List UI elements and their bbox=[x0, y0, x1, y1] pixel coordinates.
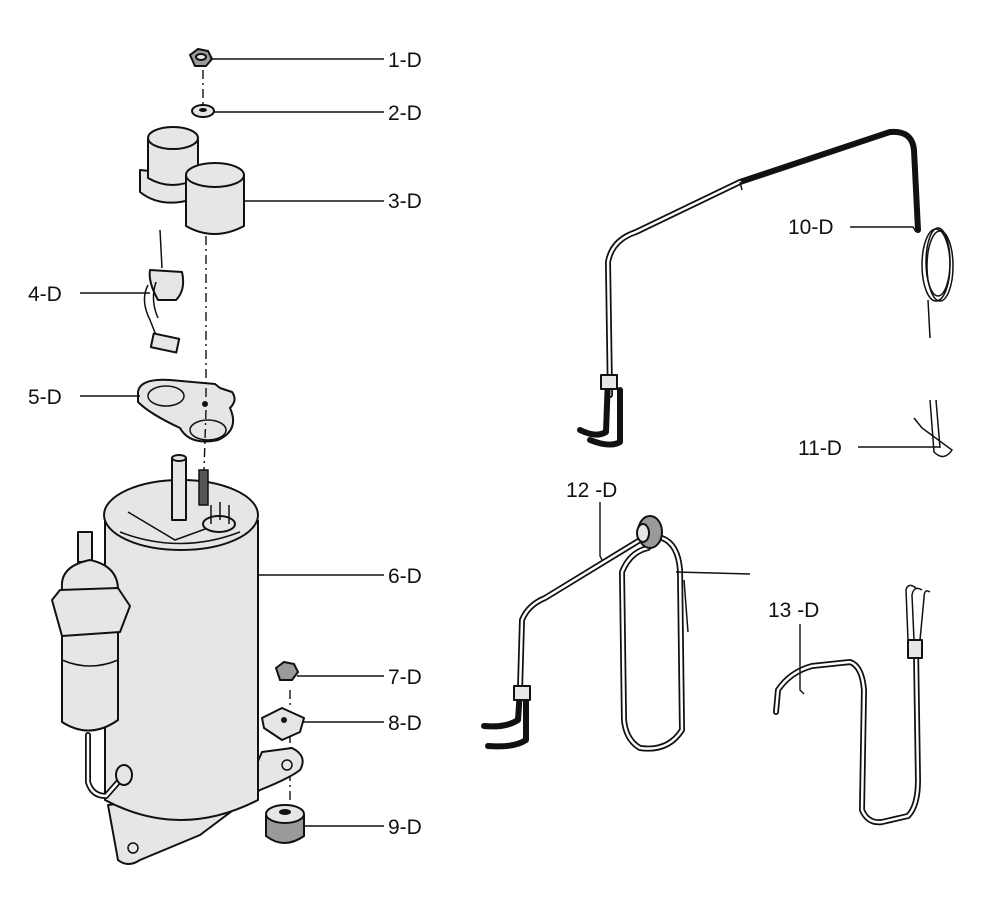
callout-3: 3-D bbox=[388, 190, 422, 213]
part-strainer-tube bbox=[481, 515, 751, 752]
part-grommet bbox=[265, 804, 305, 844]
leader-lines bbox=[80, 58, 940, 827]
callout-4: 4-D bbox=[28, 283, 62, 306]
callout-8: 8-D bbox=[388, 712, 422, 735]
part-nut-top bbox=[188, 47, 214, 67]
callout-6: 6-D bbox=[388, 565, 422, 588]
part-nut-foot bbox=[274, 660, 300, 681]
callout-9: 9-D bbox=[388, 816, 422, 839]
part-foot-washer bbox=[261, 707, 305, 741]
part-terminal-cover bbox=[139, 126, 245, 235]
callout-5: 5-D bbox=[28, 386, 62, 409]
part-clip bbox=[913, 399, 954, 458]
callout-10: 10-D bbox=[788, 216, 834, 239]
part-capillary-tube bbox=[577, 128, 954, 448]
callout-7: 7-D bbox=[388, 666, 422, 689]
callout-labels: 1-D 2-D 3-D 4-D 5-D 6-D 7-D 8-D 9-D 10-D… bbox=[28, 49, 842, 839]
part-washer bbox=[191, 104, 215, 118]
callout-11: 11-D bbox=[798, 437, 842, 460]
callout-12: 12 -D bbox=[566, 479, 617, 502]
callout-1: 1-D bbox=[388, 49, 422, 72]
callout-2: 2-D bbox=[388, 102, 422, 125]
part-overload-protector bbox=[143, 229, 185, 354]
part-gasket-plate bbox=[137, 378, 236, 443]
part-compressor bbox=[51, 454, 304, 865]
part-discharge-tube bbox=[773, 584, 931, 826]
callout-13: 13 -D bbox=[768, 599, 819, 622]
